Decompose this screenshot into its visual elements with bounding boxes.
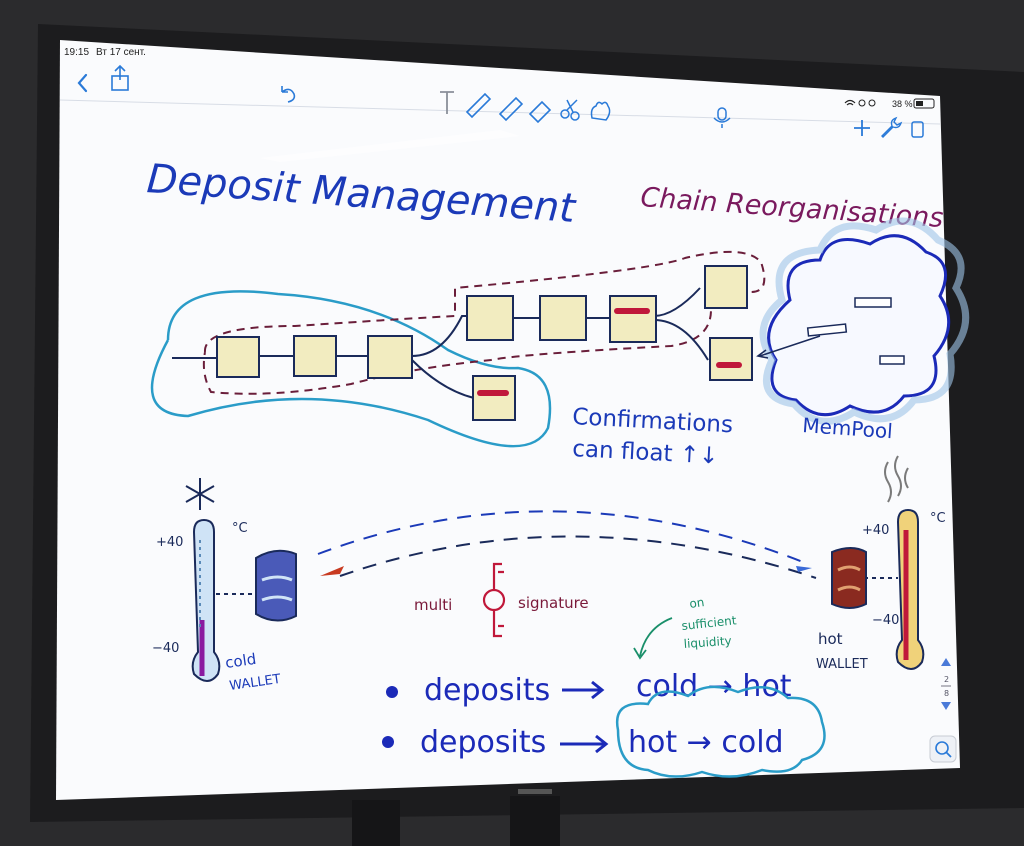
hand-tool-button[interactable] — [590, 101, 611, 121]
chain-block — [367, 335, 413, 379]
transfer-arc-lower — [339, 535, 817, 579]
multi-label: multi — [414, 596, 452, 614]
hot-wallet-label-1: hot — [818, 630, 843, 648]
chain-block — [466, 295, 514, 341]
chain-block — [539, 295, 587, 341]
toolbar-divider — [59, 99, 941, 125]
microphone-button[interactable] — [713, 107, 731, 128]
orientation-lock-icon — [858, 99, 866, 107]
cold-thermo-top: +40 — [156, 535, 183, 550]
chain-tx-marker — [716, 362, 742, 368]
liquidity-line3: liquidity — [683, 634, 732, 651]
liquidity-arrow — [633, 617, 673, 660]
mempool-tx — [879, 355, 905, 365]
bullet2-right: hot → cold — [628, 725, 784, 760]
mempool-cloud-halo — [759, 217, 970, 425]
page-view-button[interactable] — [911, 121, 924, 138]
bullet-dot — [386, 686, 398, 698]
orphan-tx-marker — [477, 390, 509, 396]
status-date: Вт 17 сент. — [96, 47, 146, 58]
signature-label: signature — [518, 594, 589, 612]
cold-wallet-label-2: WALLET — [228, 672, 281, 694]
screen-glare — [260, 130, 520, 162]
hot-thermo-bottom: −40 — [872, 613, 899, 628]
undo-button[interactable] — [281, 86, 296, 103]
page-total: 8 — [944, 689, 949, 698]
alarm-icon — [868, 99, 876, 107]
main-chain-outline — [150, 290, 552, 448]
text-tool-button[interactable] — [440, 91, 454, 114]
cold-wallet-label-1: cold — [224, 650, 257, 672]
bullet2-left: deposits — [420, 725, 546, 760]
zoom-icon — [935, 741, 949, 755]
highlighter-tool-button[interactable] — [498, 96, 524, 122]
rocket-icon — [320, 566, 344, 576]
chain-block-with-tx — [709, 337, 753, 381]
hot-to-cold-cloud — [615, 685, 826, 778]
back-button[interactable] — [77, 73, 88, 93]
settings-wrench-button[interactable] — [881, 116, 903, 138]
status-battery-percent: 38 % — [892, 99, 913, 109]
page-indicator[interactable]: 2 8 — [941, 658, 951, 710]
key-icon — [482, 562, 506, 638]
transfer-arc-upper — [317, 510, 809, 565]
chain-block-with-tx — [609, 295, 657, 343]
bullet1-arrow — [562, 680, 605, 700]
monitor-stand-right — [510, 796, 560, 846]
bullet1-left: deposits — [424, 673, 550, 708]
eraser-tool-button[interactable] — [528, 100, 552, 124]
scissors-tool-button[interactable] — [560, 99, 580, 121]
heat-waves-icon — [884, 455, 909, 503]
hot-thermo-unit: °C — [930, 511, 946, 526]
status-icons — [844, 99, 876, 107]
chain-block — [293, 335, 337, 377]
hot-wallet-icon — [831, 547, 867, 609]
dashed-chain-outline — [202, 250, 766, 395]
wifi-icon — [844, 99, 856, 106]
chain-block — [216, 336, 260, 378]
hot-thermo-top: +40 — [862, 523, 889, 538]
share-button[interactable] — [111, 64, 129, 91]
chain-connectors — [172, 287, 709, 399]
page-up-icon[interactable] — [941, 658, 951, 666]
orphan-block-with-tx — [472, 375, 516, 421]
page-down-icon[interactable] — [941, 702, 951, 710]
liquidity-line2: sufficient — [681, 613, 738, 633]
monitor-logo — [518, 789, 552, 794]
status-time: 19:15 — [64, 47, 89, 58]
cold-wallet-icon — [255, 549, 297, 622]
liquidity-line1: on — [688, 595, 705, 611]
mempool-tx — [806, 323, 848, 337]
battery-icon — [913, 98, 935, 109]
monitor-stand-left — [352, 800, 400, 846]
mempool-cloud — [767, 234, 951, 417]
chain-block — [704, 265, 748, 309]
hot-thermometer — [895, 508, 925, 670]
cold-thermometer — [191, 518, 221, 682]
add-page-button[interactable] — [854, 120, 870, 136]
zoom-button[interactable] — [929, 735, 957, 763]
cold-thermo-unit: °C — [232, 521, 248, 536]
cold-thermo-bottom: −40 — [152, 641, 179, 656]
hot-wallet-label-2: WALLET — [816, 657, 868, 672]
mempool-tx — [854, 297, 892, 308]
page-current: 2 — [944, 675, 949, 684]
snowflake-icon — [185, 478, 215, 510]
mempool-to-block-arrow — [756, 335, 821, 359]
arrow-tip-icon — [796, 566, 812, 572]
bullet2-arrow — [560, 734, 609, 754]
chain-tx-marker — [614, 308, 650, 314]
bullet-dot — [382, 736, 394, 748]
pen-tool-button[interactable] — [465, 92, 492, 119]
